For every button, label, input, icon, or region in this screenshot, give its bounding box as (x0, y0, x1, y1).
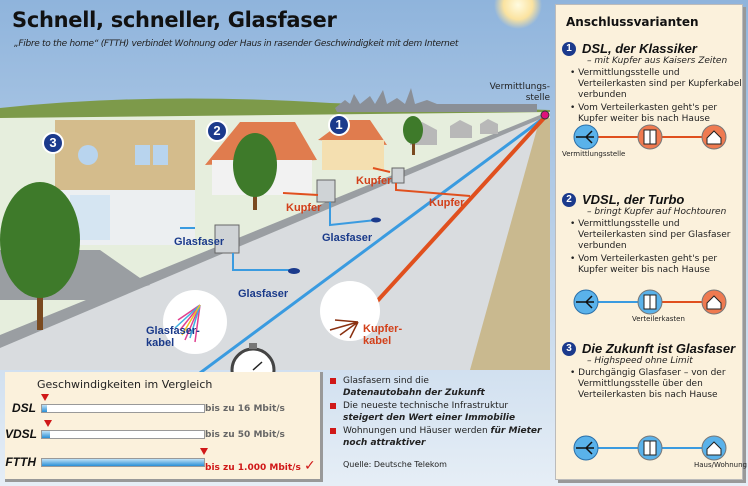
exchange-icon (573, 435, 599, 461)
speed-row-label: VDSL (5, 427, 38, 441)
copper-cable-label: Kupfer-kabel (363, 323, 403, 347)
variant-heading: 1 DSL, der Klassiker (562, 41, 742, 56)
city-skyline (335, 88, 537, 112)
copper-cable (358, 115, 547, 322)
cabinet (316, 179, 336, 203)
speed-value: bis zu 1.000 Mbit/s ✓ (205, 458, 316, 474)
variant-heading: 3 Die Zukunft ist Glasfaser (562, 341, 742, 356)
variant-number-badge: 2 (562, 192, 576, 207)
house-icon (701, 435, 727, 461)
speed-comparison: Geschwindigkeiten im Vergleich DSL bis z… (5, 372, 323, 482)
house-number-badge: 3 (42, 132, 64, 154)
variant-section: 3 Die Zukunft ist Glasfaser – Highspeed o… (562, 341, 742, 401)
tree (233, 133, 277, 210)
connection-diagram: Verteilerkasten (572, 287, 732, 323)
variant-bullet: • Durchgängig Glasfaser – von der Vermit… (570, 368, 726, 400)
connection-diagram: Vermittlungsstelle (562, 122, 732, 158)
speed-bar (41, 430, 205, 439)
diagram-label: Haus/Wohnung (694, 461, 747, 469)
checkmark-icon: ✓ (303, 458, 316, 474)
variant-section: 2 VDSL, der Turbo – bringt Kupfer auf Hoc… (562, 192, 742, 276)
exchange-label: Vermittlungs-stelle (489, 82, 550, 103)
copper-label: Kupfer (286, 202, 322, 214)
cabinet-icon (637, 435, 663, 461)
copper-label: Kupfer (356, 175, 392, 187)
speed-row-label: FTTH (5, 455, 36, 469)
house-icon (701, 289, 727, 315)
variant-subtitle: – Highspeed ohne Limit (587, 356, 693, 366)
diagram-label: Vermittlungsstelle (562, 150, 626, 158)
fact-item: Wohnungen und Häuser werden für Mieter n… (330, 425, 550, 449)
variant-bullet: • Vermittlungsstelle und Verteilerkasten… (570, 68, 742, 100)
marker-icon (40, 394, 49, 401)
marker-icon (200, 448, 208, 455)
house-1 (318, 120, 387, 145)
page-title: Schnell, schneller, Glasfaser (12, 8, 337, 32)
speed-value: bis zu 50 Mbit/s (205, 430, 285, 440)
fiber-label: Glasfaser (174, 236, 225, 248)
copper-line (282, 167, 471, 197)
variant-title: Die Zukunft ist Glasfaser (582, 341, 736, 356)
diagram-label: Verteilerkasten (632, 315, 685, 323)
road (0, 115, 550, 370)
variant-title: DSL, der Klassiker (582, 41, 697, 56)
variant-number-badge: 1 (562, 41, 576, 56)
cabinet-icon (637, 124, 663, 150)
cabinet-icon (637, 289, 663, 315)
exchange-icon (573, 289, 599, 315)
source-note: Quelle: Deutsche Telekom (343, 460, 447, 469)
sun-icon (494, 0, 542, 29)
variant-subtitle: – mit Kupfer aus Kaisers Zeiten (587, 56, 728, 66)
speed-row-label: DSL (12, 401, 36, 415)
connection-diagram: Haus/Wohnung (572, 433, 747, 469)
speed-bar (41, 458, 205, 467)
page-subtitle: „Fibre to the home“ (FTTH) verbindet Woh… (14, 39, 459, 49)
house-number-badge: 2 (206, 120, 228, 142)
fiber-label: Glasfaser (238, 288, 289, 300)
variant-bullet: • Vom Verteilerkasten geht's per Kupfer … (570, 254, 718, 275)
house-number-badge: 1 (328, 114, 350, 136)
variant-heading: 2 VDSL, der Turbo (562, 192, 742, 207)
house-icon (701, 124, 727, 150)
marker-icon (44, 420, 53, 427)
speed-title: Geschwindigkeiten im Vergleich (37, 378, 213, 391)
speed-value: bis zu 16 Mbit/s (205, 404, 285, 414)
speed-bar (41, 404, 205, 413)
variant-subtitle: – bringt Kupfer auf Hochtouren (587, 207, 727, 217)
exchange-icon (540, 110, 550, 120)
cabinet (214, 224, 240, 254)
variant-section: 1 DSL, der Klassiker – mit Kupfer aus Kai… (562, 41, 742, 125)
variant-title: VDSL, der Turbo (582, 192, 685, 207)
tree (0, 182, 80, 330)
variant-bullet: • Vermittlungsstelle und Verteilerkasten… (570, 219, 731, 251)
connection-variants-panel: Anschlussvarianten 1 DSL, der Klassiker –… (555, 4, 747, 480)
variant-bullet: • Vom Verteilerkasten geht's per Kupfer … (570, 103, 718, 124)
fiber-line (180, 202, 377, 271)
fiber-cable-label: Glasfaser-kabel (146, 325, 200, 349)
panel-title: Anschlussvarianten (566, 15, 699, 29)
tree (403, 116, 423, 155)
cabinet (391, 167, 405, 184)
exchange-icon (573, 124, 599, 150)
fiber-label: Glasfaser (322, 232, 373, 244)
copper-label: Kupfer (429, 197, 465, 209)
variant-number-badge: 3 (562, 341, 576, 356)
house-3 (55, 120, 195, 190)
